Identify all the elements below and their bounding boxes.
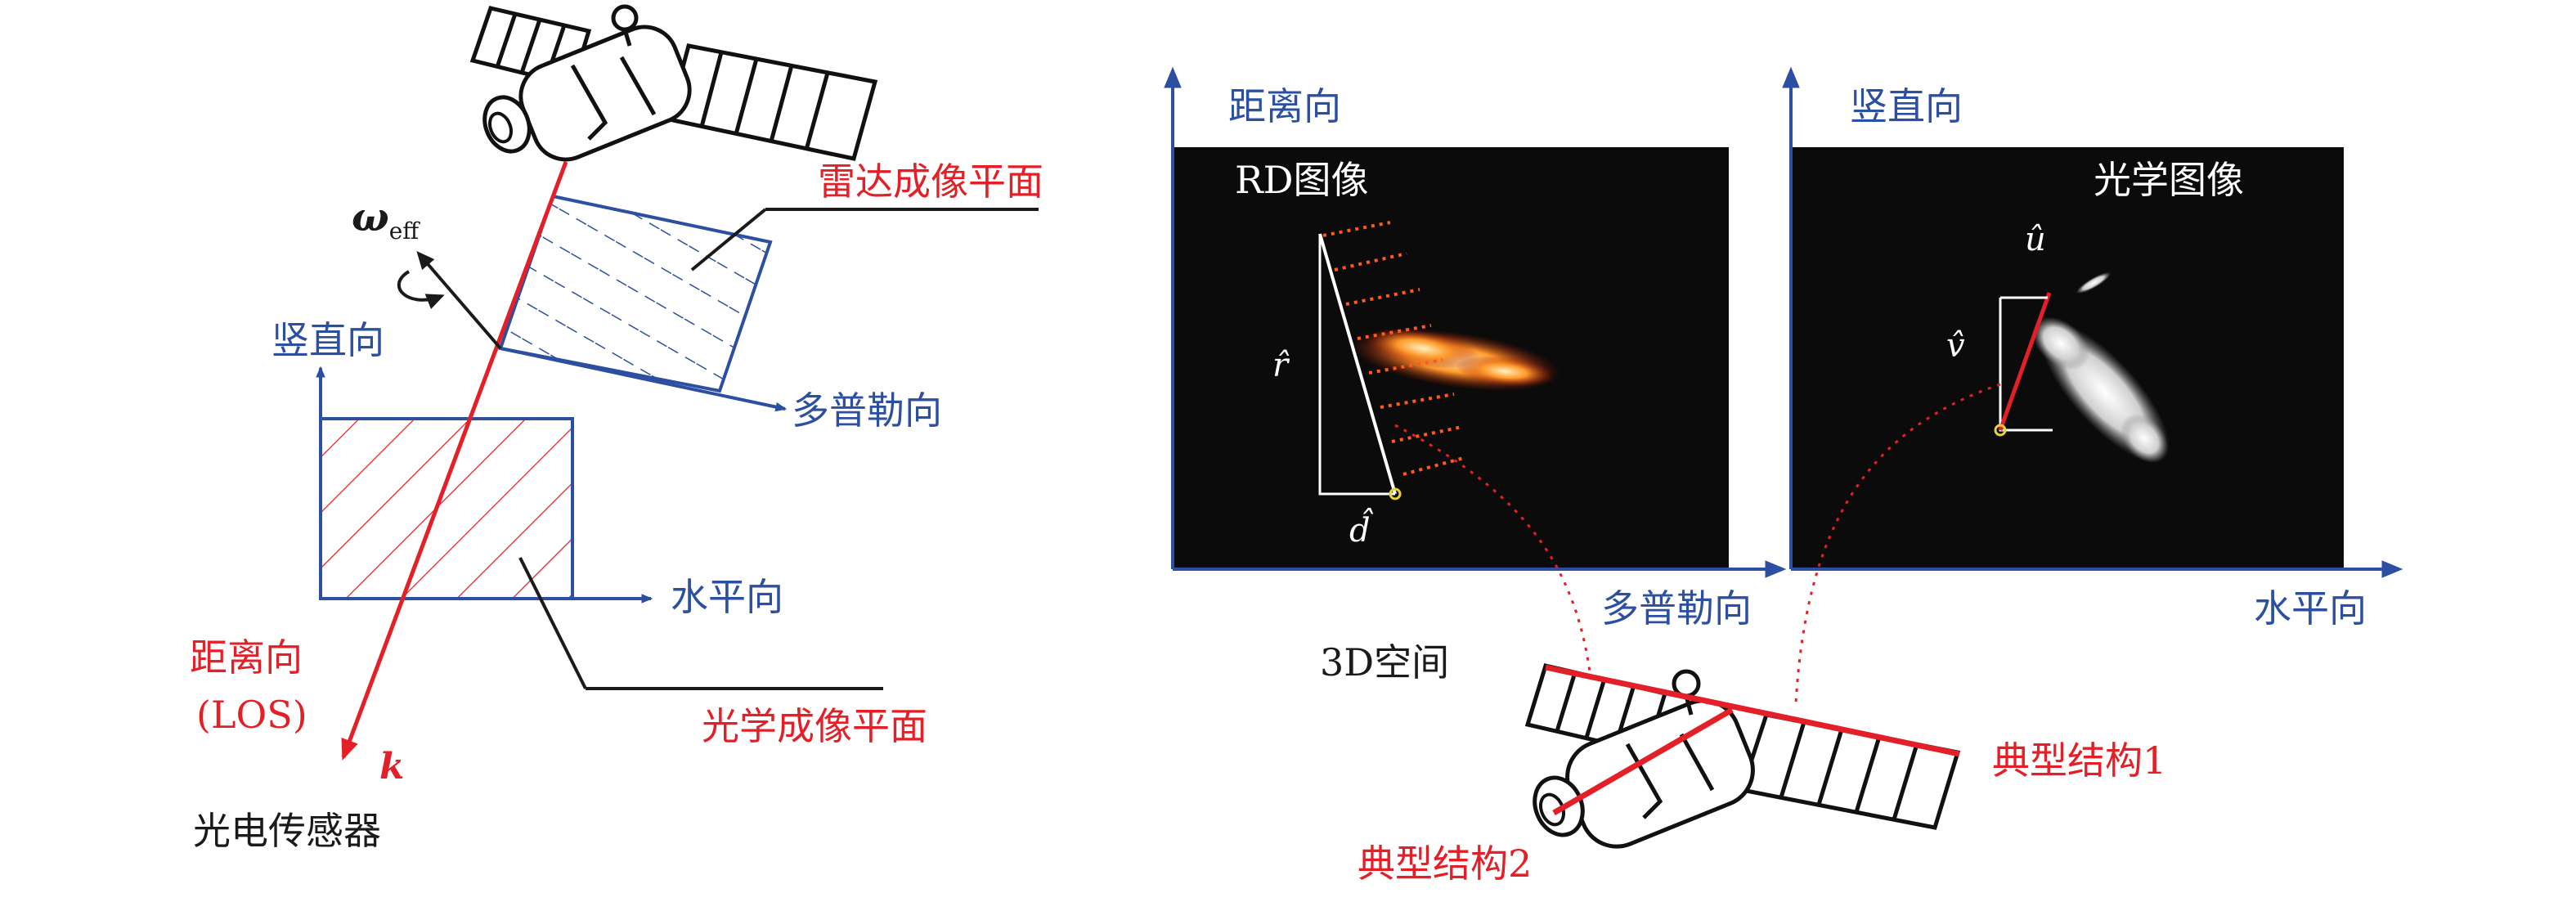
rd-bracket <box>1318 234 1395 496</box>
d-hat-label: d̂ <box>1349 509 1374 550</box>
rd-structure-line <box>1318 233 1397 495</box>
satellite-icon <box>469 4 878 162</box>
sensor-label: 光电传感器 <box>193 809 381 853</box>
opt-x-axis-label: 水平向 <box>2254 586 2367 631</box>
r-hat-label: r̂ <box>1272 347 1290 384</box>
opt-endpoint-dot <box>1994 424 2007 437</box>
struct1-label: 典型结构1 <box>1992 738 2166 783</box>
radar-plane-leader <box>690 208 767 271</box>
los-label: (LOS) <box>196 693 307 737</box>
opt-structure-line <box>1998 292 2052 431</box>
u-hat-label: û <box>2025 221 2046 258</box>
bottom-satellite-icon <box>1524 663 1961 849</box>
space-label: 3D空间 <box>1320 640 1449 684</box>
optical-target-blob <box>2032 271 2170 464</box>
omega-eff-label: ωeff <box>352 195 420 245</box>
rd-x-axis-label: 多普勒向 <box>1601 586 1752 631</box>
rd-title: RD图像 <box>1235 158 1369 202</box>
rd-connector-dotted <box>1394 424 1593 686</box>
horizontal-axis-label: 水平向 <box>671 575 783 619</box>
optical-plane-leader <box>518 557 587 689</box>
rd-scatter-blob <box>1350 328 1561 392</box>
range-axis-label: 距离向 <box>190 635 303 680</box>
los-line <box>341 161 568 761</box>
doppler-axis-arrow <box>500 347 788 412</box>
rd-panel: 距离向 多普勒向 RD图像 r̂ d̂ <box>1164 66 1787 631</box>
rd-y-axis-label: 距离向 <box>1228 84 1341 128</box>
rotation-arc-icon <box>397 270 445 309</box>
optical-imaging-plane <box>319 417 574 600</box>
k-vector-label: k <box>379 746 405 788</box>
v-hat-label: v̂ <box>1946 327 1965 365</box>
radar-imaging-plane <box>498 194 773 393</box>
omega-axis <box>416 250 502 350</box>
optical-plane-label: 光学成像平面 <box>702 704 927 748</box>
rd-endpoint-dot <box>1389 487 1402 500</box>
rd-streaks <box>1322 221 1465 476</box>
struct2-label: 典型结构2 <box>1358 841 1532 886</box>
struct2-line <box>1552 707 1734 816</box>
optical-panel: 竖直向 水平向 光学图像 û v̂ <box>1782 66 2403 631</box>
opt-y-axis-label: 竖直向 <box>1850 84 1963 128</box>
doppler-axis-label: 多普勒向 <box>792 388 942 433</box>
opt-title: 光学图像 <box>2094 158 2244 202</box>
struct1-line <box>1545 664 1960 757</box>
left-diagram: 雷达成像平面 ωeff 竖直向 多普勒向 水平向 距离向 (LOS) k 光电传… <box>190 4 1043 853</box>
vertical-axis-label: 竖直向 <box>272 318 384 362</box>
space-section: 3D空间 典型结构1 典型结构2 <box>1320 383 2166 886</box>
radar-plane-label: 雷达成像平面 <box>818 159 1043 204</box>
opt-connector-dotted <box>1794 383 2001 704</box>
